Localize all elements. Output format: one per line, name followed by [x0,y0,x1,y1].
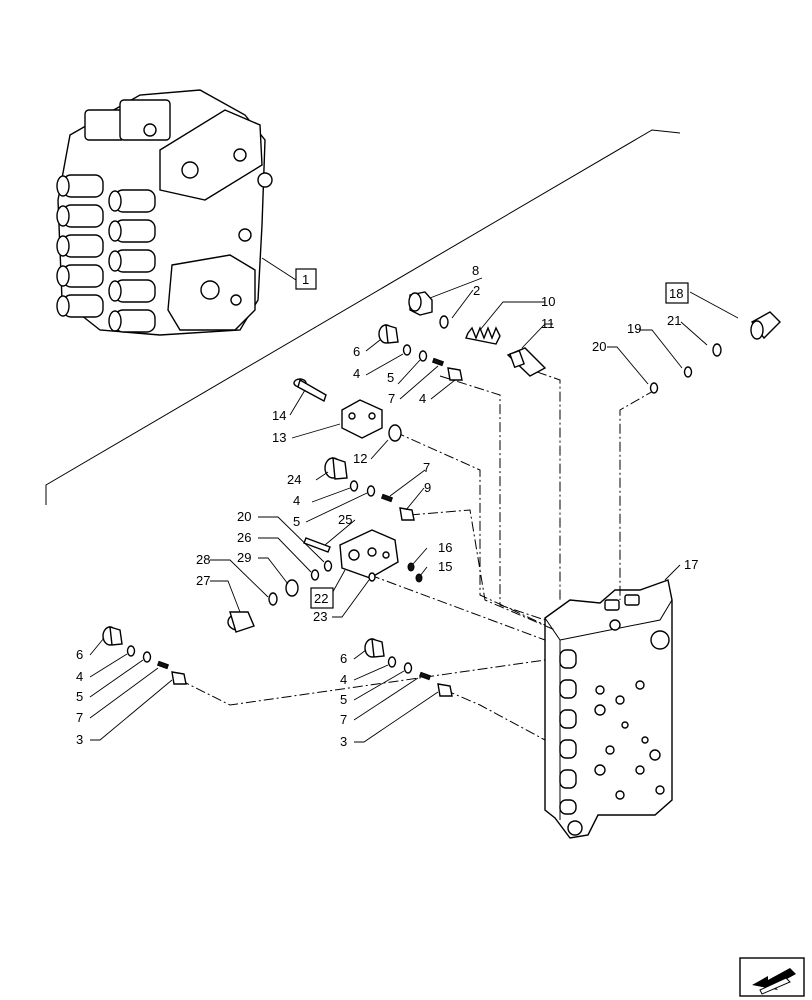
callout-25[interactable]: 25 [338,512,352,527]
callout-12[interactable]: 12 [353,451,367,466]
pin-7-left [156,660,170,670]
o-ring-4-mid [349,480,359,492]
callout-6-top[interactable]: 6 [353,344,360,359]
pin-7-mid [380,493,394,503]
pin-7-top [431,357,445,367]
plug-6-left [102,626,123,646]
solenoid-coils [56,174,156,333]
callout-15[interactable]: 15 [438,559,452,574]
callout-22[interactable]: 22 [314,591,328,606]
spool-11 [506,347,547,377]
callout-5-right[interactable]: 5 [340,692,347,707]
callout-19[interactable]: 19 [627,321,641,336]
callout-1[interactable]: 1 [302,272,309,287]
o-ring-20-mid [323,560,333,572]
valve-assembly-inset [56,89,273,336]
callout-21[interactable]: 21 [667,313,681,328]
o-ring-5-right [403,662,413,674]
plug-8 [408,291,433,316]
pin-25 [303,537,331,553]
seat-9 [399,507,415,521]
plate-13 [341,399,383,439]
spacer-29 [285,579,299,597]
leader-lines [89,277,739,743]
plug-6-right [364,638,385,658]
callout-4-top-b[interactable]: 4 [419,391,426,406]
assembly-centerlines [179,365,656,741]
callout-27[interactable]: 27 [196,573,210,588]
callout-17[interactable]: 17 [684,557,698,572]
o-ring-2 [439,315,449,329]
callout-9[interactable]: 9 [424,480,431,495]
callout-4-top[interactable]: 4 [353,366,360,381]
housing-ports [559,649,577,815]
callout-26[interactable]: 26 [237,530,251,545]
seat-3-left [171,671,187,685]
bolt-14 [293,378,327,403]
callout-29[interactable]: 29 [237,550,251,565]
callout-20-top[interactable]: 20 [592,339,606,354]
callout-box-1 [295,268,317,290]
pin-7-right [418,671,432,681]
callout-4-mid[interactable]: 4 [293,493,300,508]
arrow-nav-icon[interactable] [739,957,805,997]
callout-4-left[interactable]: 4 [76,669,83,684]
callout-16[interactable]: 16 [438,540,452,555]
callout-13[interactable]: 13 [272,430,286,445]
seat-3-right [437,683,453,697]
callout-labels: 1 8 2 10 11 18 21 19 20 6 4 5 7 4 14 13 … [76,263,698,749]
o-ring-12 [388,424,402,442]
callout-6-right[interactable]: 6 [340,651,347,666]
callout-box-18 [665,282,689,304]
o-ring-4-left [126,645,136,657]
callout-5-mid[interactable]: 5 [293,514,300,529]
inset-divider-line [45,129,681,505]
callout-11[interactable]: 11 [541,316,555,331]
callout-28[interactable]: 28 [196,552,210,567]
o-ring-5-left [142,651,152,663]
spring-10 [465,326,501,345]
callout-24[interactable]: 24 [287,472,301,487]
callout-7-right[interactable]: 7 [340,712,347,727]
o-ring-4-right [387,656,397,668]
o-ring-4-top [402,344,412,356]
o-ring-20-top [649,382,659,394]
callout-2[interactable]: 2 [473,283,480,298]
o-ring-19 [683,366,693,378]
callout-3-left[interactable]: 3 [76,732,83,747]
callout-8[interactable]: 8 [472,263,479,278]
callout-6-left[interactable]: 6 [76,647,83,662]
valve-housing [544,579,673,839]
plug-27 [227,611,255,633]
housing-face-holes [594,619,670,800]
callout-7-left[interactable]: 7 [76,710,83,725]
callout-10[interactable]: 10 [541,294,555,309]
o-ring-26 [310,569,320,581]
callout-7-top[interactable]: 7 [388,391,395,406]
o-ring-5-top [418,350,428,362]
callout-18[interactable]: 18 [669,286,683,301]
seat-4-top [447,367,463,381]
callout-5-top[interactable]: 5 [387,370,394,385]
callout-3-right[interactable]: 3 [340,734,347,749]
o-ring-23 [368,572,376,582]
callout-14[interactable]: 14 [272,408,286,423]
leader-1 [261,257,297,281]
callout-23[interactable]: 23 [313,609,327,624]
callout-box-22 [310,587,334,609]
sensor-18 [750,311,781,340]
callout-5-left[interactable]: 5 [76,689,83,704]
o-ring-21 [712,343,722,357]
o-ring-5-mid [366,485,376,497]
valve-block-22 [339,529,399,579]
callout-7-mid[interactable]: 7 [423,460,430,475]
o-ring-28 [268,592,278,606]
o-ring-16 [407,562,415,572]
callout-4-right[interactable]: 4 [340,672,347,687]
plug-24 [324,456,348,480]
callout-20-mid[interactable]: 20 [237,509,251,524]
plug-6-top [378,324,399,344]
